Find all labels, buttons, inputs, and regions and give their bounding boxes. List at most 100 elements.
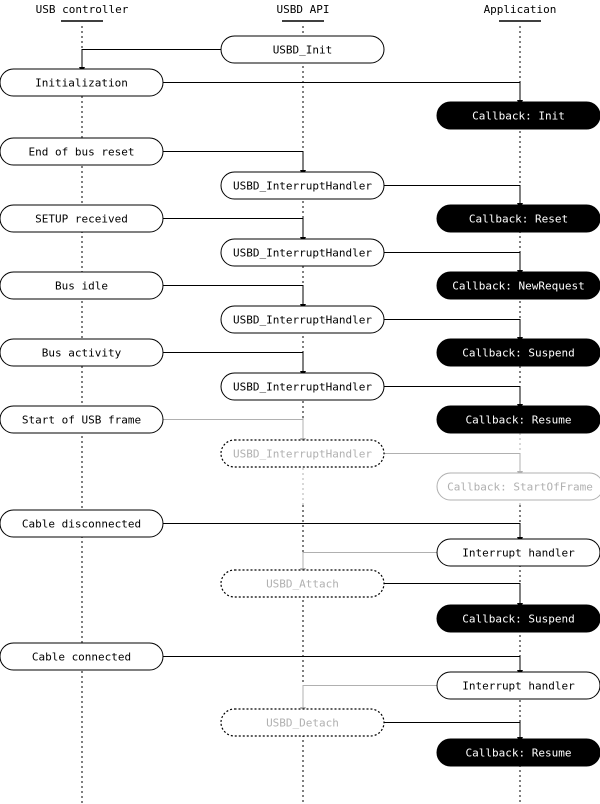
node-shape-interrupt-handler-app-2: [436, 671, 600, 700]
connection-end-of-bus-reset-to-interrupt-handler-1: [163, 151, 306, 176]
node-end-of-bus-reset[interactable]: End of bus reset: [0, 137, 164, 166]
connection-cable-connected-to-interrupt-handler-app-2: [163, 656, 523, 676]
node-shape-interrupt-handler-3: [220, 305, 385, 334]
connection-usbd-attach-to-callback-suspend-2: [384, 583, 523, 609]
node-callback-suspend-2[interactable]: Callback: Suspend: [436, 604, 600, 633]
node-shape-callback-resume-1: [436, 405, 600, 434]
node-interrupt-handler-4[interactable]: USBD_InterruptHandler: [220, 372, 385, 401]
node-shape-interrupt-handler-1: [220, 171, 385, 200]
node-shape-interrupt-handler-2: [220, 238, 385, 267]
lifeline-headers: USB controller USBD API Application: [36, 3, 557, 22]
node-shape-callback-startofframe: [436, 472, 600, 501]
node-label-bus-activity: Bus activity: [42, 347, 122, 360]
node-label-usbd-attach: USBD_Attach: [266, 578, 339, 591]
node-initialization[interactable]: Initialization: [0, 68, 164, 97]
node-label-initialization: Initialization: [35, 77, 128, 90]
node-label-callback-init: Callback: Init: [472, 110, 565, 123]
node-shape-interrupt-handler-app-1: [436, 538, 600, 567]
node-label-callback-resume-1: Callback: Resume: [466, 414, 572, 427]
connection-usbd-init-to-initialization: [79, 49, 221, 73]
node-start-of-usb-frame[interactable]: Start of USB frame: [0, 405, 164, 434]
connection-cable-disconnected-to-interrupt-handler-app-1: [163, 523, 523, 543]
node-shape-callback-suspend-2: [436, 604, 600, 633]
node-label-start-of-usb-frame: Start of USB frame: [22, 414, 141, 427]
node-interrupt-handler-app-1[interactable]: Interrupt handler: [436, 538, 600, 567]
connection-setup-received-to-interrupt-handler-2: [163, 218, 306, 243]
node-interrupt-handler-5[interactable]: USBD_InterruptHandler: [220, 439, 385, 468]
node-shape-start-of-usb-frame: [0, 405, 164, 434]
node-label-interrupt-handler-3: USBD_InterruptHandler: [233, 314, 372, 327]
node-setup-received[interactable]: SETUP received: [0, 204, 164, 233]
connection-interrupt-handler-3-to-callback-suspend-1: [384, 319, 523, 343]
node-usbd-attach[interactable]: USBD_Attach: [220, 569, 385, 598]
node-shape-interrupt-handler-4: [220, 372, 385, 401]
node-usbd-init[interactable]: USBD_Init: [220, 35, 385, 64]
node-label-interrupt-handler-app-1: Interrupt handler: [462, 547, 575, 560]
connection-usbd-detach-to-callback-resume-2: [384, 722, 523, 743]
node-cable-disconnected[interactable]: Cable disconnected: [0, 509, 164, 538]
lifeline-label-usb-controller: USB controller: [36, 3, 129, 16]
node-bus-idle[interactable]: Bus idle: [0, 271, 164, 300]
node-shape-callback-suspend-1: [436, 338, 600, 367]
node-shape-callback-init: [436, 101, 600, 130]
node-label-cable-connected: Cable connected: [32, 651, 131, 664]
node-label-callback-reset: Callback: Reset: [469, 213, 568, 226]
node-label-usbd-detach: USBD_Detach: [266, 717, 339, 730]
node-usbd-detach[interactable]: USBD_Detach: [220, 708, 385, 737]
node-label-callback-newrequest: Callback: NewRequest: [452, 280, 584, 293]
node-callback-newrequest[interactable]: Callback: NewRequest: [436, 271, 600, 300]
node-callback-resume-1[interactable]: Callback: Resume: [436, 405, 600, 434]
node-shape-usbd-detach: [220, 708, 385, 737]
node-callback-startofframe[interactable]: Callback: StartOfFrame: [436, 472, 600, 501]
node-label-callback-startofframe: Callback: StartOfFrame: [447, 481, 593, 494]
node-interrupt-handler-app-2[interactable]: Interrupt handler: [436, 671, 600, 700]
node-shape-usbd-init: [220, 35, 385, 64]
node-label-interrupt-handler-2: USBD_InterruptHandler: [233, 247, 372, 260]
node-shape-cable-connected: [0, 642, 164, 671]
node-shape-callback-newrequest: [436, 271, 600, 300]
node-shape-initialization: [0, 68, 164, 97]
node-shape-end-of-bus-reset: [0, 137, 164, 166]
lifeline-label-usbd-api: USBD API: [277, 3, 330, 16]
node-label-callback-suspend-2: Callback: Suspend: [462, 613, 575, 626]
node-label-interrupt-handler-5: USBD_InterruptHandler: [233, 448, 372, 461]
node-label-interrupt-handler-app-2: Interrupt handler: [462, 680, 575, 693]
node-shape-bus-idle: [0, 271, 164, 300]
connection-bus-activity-to-interrupt-handler-4: [163, 352, 306, 377]
node-shape-usbd-attach: [220, 569, 385, 598]
node-shape-interrupt-handler-5: [220, 439, 385, 468]
node-callback-suspend-1[interactable]: Callback: Suspend: [436, 338, 600, 367]
node-interrupt-handler-3[interactable]: USBD_InterruptHandler: [220, 305, 385, 334]
node-callback-resume-2[interactable]: Callback: Resume: [436, 738, 600, 767]
node-interrupt-handler-2[interactable]: USBD_InterruptHandler: [220, 238, 385, 267]
lifeline-label-application: Application: [484, 3, 557, 16]
node-label-setup-received: SETUP received: [35, 213, 128, 226]
node-label-interrupt-handler-1: USBD_InterruptHandler: [233, 180, 372, 193]
node-callback-init[interactable]: Callback: Init: [436, 101, 600, 130]
node-cable-connected[interactable]: Cable connected: [0, 642, 164, 671]
node-callback-reset[interactable]: Callback: Reset: [436, 204, 600, 233]
connection-bus-idle-to-interrupt-handler-3: [163, 285, 306, 310]
connection-interrupt-handler-app-1-to-usbd-attach: [300, 552, 437, 574]
connection-interrupt-handler-1-to-callback-reset: [384, 185, 523, 209]
node-label-usbd-init: USBD_Init: [273, 44, 333, 57]
node-label-callback-resume-2: Callback: Resume: [466, 747, 572, 760]
node-shape-cable-disconnected: [0, 509, 164, 538]
connection-interrupt-handler-2-to-callback-newrequest: [384, 252, 523, 276]
node-label-cable-disconnected: Cable disconnected: [22, 518, 141, 531]
node-bus-activity[interactable]: Bus activity: [0, 338, 164, 367]
node-label-bus-idle: Bus idle: [55, 280, 108, 293]
node-interrupt-handler-1[interactable]: USBD_InterruptHandler: [220, 171, 385, 200]
node-shape-callback-reset: [436, 204, 600, 233]
node-label-interrupt-handler-4: USBD_InterruptHandler: [233, 381, 372, 394]
node-shape-setup-received: [0, 204, 164, 233]
node-shape-bus-activity: [0, 338, 164, 367]
connection-interrupt-handler-5-to-callback-startofframe: [384, 453, 523, 477]
connections-layer: [79, 49, 523, 743]
node-shape-callback-resume-2: [436, 738, 600, 767]
node-label-end-of-bus-reset: End of bus reset: [29, 146, 135, 159]
node-label-callback-suspend-1: Callback: Suspend: [462, 347, 575, 360]
connection-interrupt-handler-app-2-to-usbd-detach: [300, 685, 437, 713]
